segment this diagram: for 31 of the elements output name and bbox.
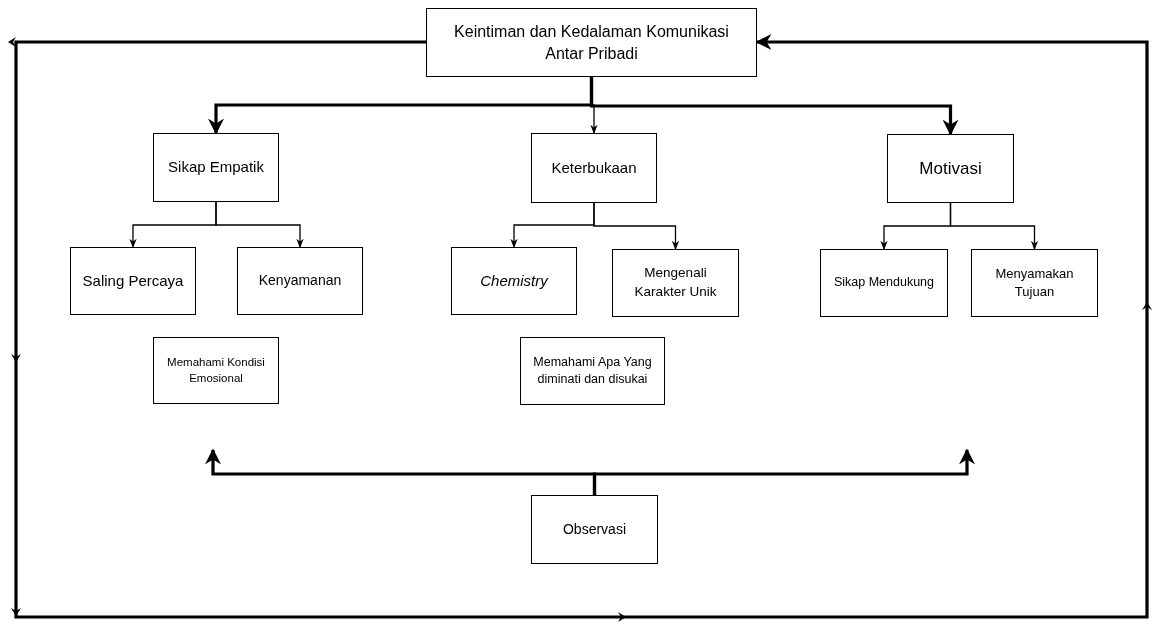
process-box	[70, 247, 196, 315]
arrow	[593, 202, 680, 250]
process-box	[612, 249, 739, 317]
process-box	[451, 247, 577, 315]
process-box	[887, 134, 1014, 203]
box-label: Memahami Apa Yang diminati dan disukai	[532, 353, 653, 388]
box-label: Memahami Kondisi Emosional	[166, 354, 266, 386]
process-box	[820, 249, 948, 317]
process-box	[153, 133, 279, 202]
process-box	[237, 247, 363, 315]
arrow	[589, 77, 959, 136]
arrow	[949, 202, 1039, 250]
process-box	[153, 337, 279, 404]
box-label: Sikap Empatik	[168, 157, 264, 178]
box-label: Keterbukaan	[551, 157, 637, 178]
box-label: Observasi	[563, 519, 626, 539]
process-box	[971, 249, 1098, 317]
process-box	[531, 133, 657, 203]
box-label: Motivasi	[919, 157, 982, 180]
box-label: Kenyamanan	[258, 271, 342, 291]
box-label: Keintiman dan Kedalaman Komunikasi Antar Pribadi	[453, 21, 730, 64]
process-box	[520, 337, 665, 405]
box-label: Chemistry	[480, 270, 548, 291]
arrow	[592, 448, 975, 495]
arrow	[215, 201, 304, 248]
box-label: Mengenali Karakter Unik	[633, 264, 718, 301]
box-label: Saling Percaya	[82, 270, 184, 291]
box-label: Menyamakan Tujuan	[994, 265, 1075, 301]
box-label: Sikap Mendukung	[833, 274, 935, 292]
process-box	[426, 8, 757, 77]
process-box	[531, 495, 658, 564]
